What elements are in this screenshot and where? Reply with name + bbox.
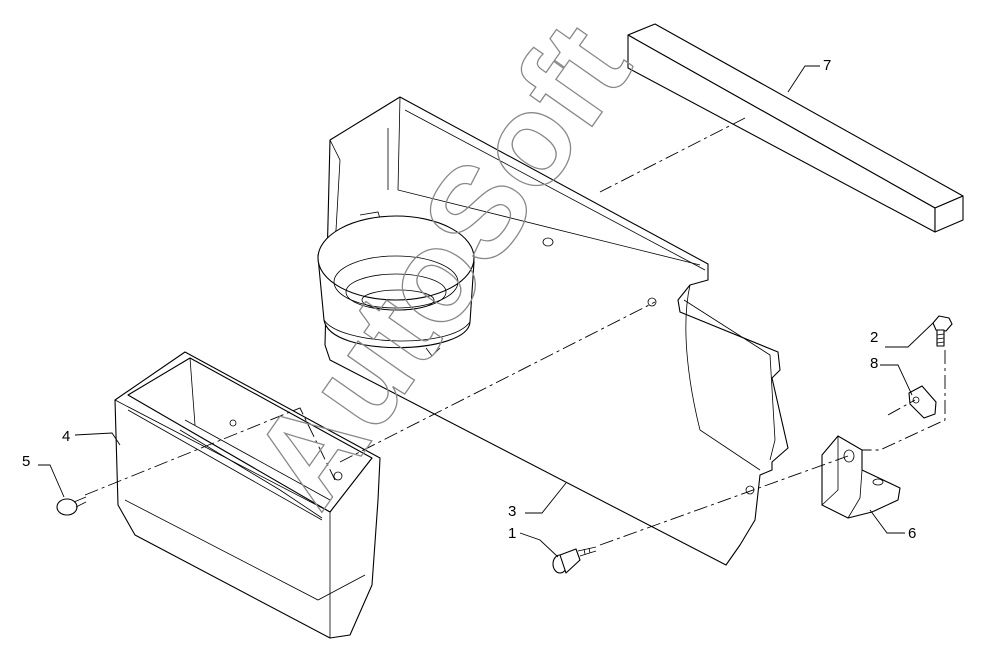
callout-7: 7 [823,57,831,74]
callout-5: 5 [22,453,30,470]
callout-6: 6 [908,525,916,542]
callout-3: 3 [508,503,516,520]
callout-2: 2 [870,329,878,346]
cup-holder [317,215,475,357]
storage-bin-part-4 [114,351,381,639]
clip-nut-part-8 [908,385,937,419]
callout-1: 1 [508,525,516,542]
push-pin-part-5 [56,496,87,516]
bracket-part-6 [821,435,901,519]
callouts: 1 2 3 4 5 6 7 8 [22,57,916,542]
callout-8: 8 [870,355,878,372]
bolt-part-2 [932,315,953,347]
assembly-lines [84,117,946,546]
foam-strip-part-7 [627,23,964,233]
push-pin-part-1 [552,546,597,574]
leader-lines [38,65,934,558]
console-panel-part-3 [324,96,789,566]
callout-4: 4 [62,428,70,445]
